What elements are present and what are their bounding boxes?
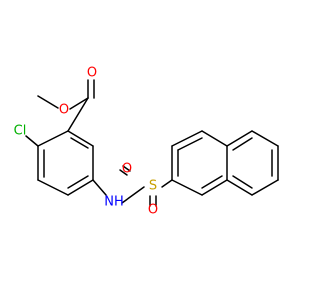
oxygen-label-carbonyl: O (87, 66, 97, 81)
bond (232, 175, 253, 189)
sulfur-label: S (149, 179, 157, 194)
oxygen-label-sulfonyl-bottom: O (148, 203, 158, 218)
atom-labels: O O Cl NH S O O (14, 66, 158, 218)
oxygen-label-sulfonyl-top: O (122, 162, 132, 177)
bond (119, 169, 128, 176)
bond (201, 179, 228, 196)
bond (161, 179, 173, 188)
bond (251, 179, 279, 196)
bond (25, 135, 39, 147)
structure-canvas: O O Cl NH S O O (14, 66, 279, 218)
bond (171, 130, 203, 147)
bond (67, 179, 94, 196)
bond-lines (25, 79, 279, 207)
bond (67, 97, 89, 132)
bond (177, 137, 203, 151)
molecule-structure: O O Cl NH S O O (14, 66, 279, 218)
bond (201, 175, 223, 189)
nitrogen-label: NH (104, 195, 124, 210)
bond (226, 130, 253, 147)
bond (251, 130, 279, 147)
bond (67, 175, 89, 189)
bond (67, 130, 94, 147)
bond (37, 179, 69, 196)
bond (122, 165, 131, 172)
bond (232, 137, 253, 151)
chlorine-label: Cl (14, 124, 27, 139)
bond (37, 95, 59, 109)
bond (121, 186, 145, 204)
bond (226, 179, 253, 196)
bond (171, 179, 203, 196)
bond (37, 130, 69, 147)
bond (201, 130, 228, 147)
oxygen-label-methoxy: O (59, 103, 69, 118)
bond (69, 97, 89, 110)
bond (92, 179, 107, 196)
bond (70, 137, 89, 149)
